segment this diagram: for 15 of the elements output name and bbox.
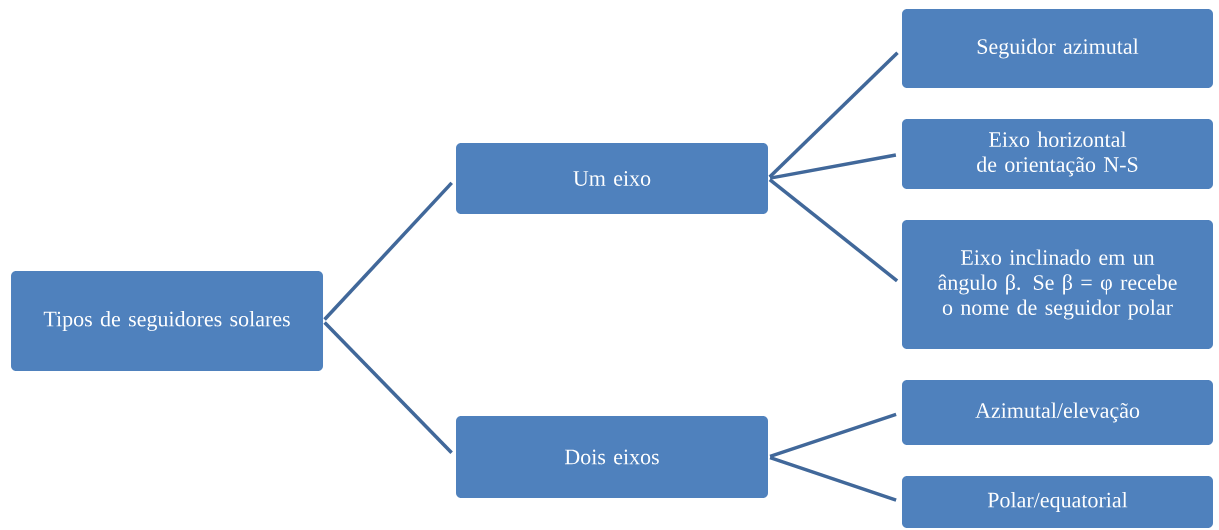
connector-line [769,455,897,502]
process-box: Dois eixos [456,416,768,498]
connector-line [769,153,897,180]
process-box: Azimutal/elevação [902,380,1213,445]
process-box: Tipos de seguidores solares [11,271,323,371]
connector-line [323,321,453,454]
connector-line [323,181,453,321]
process-box: Eixo horizontal de orientação N-S [902,119,1213,189]
process-box: Eixo inclinado em un ângulo β. Se β = φ recebe o nome de seguidor polar [902,220,1213,349]
process-box: Polar/equatorial [902,476,1213,528]
connector-line [768,51,899,179]
connector-line [769,412,897,458]
process-box: Seguidor azimutal [902,9,1213,88]
process-box: Um eixo [456,143,768,214]
connector-line [768,178,899,283]
